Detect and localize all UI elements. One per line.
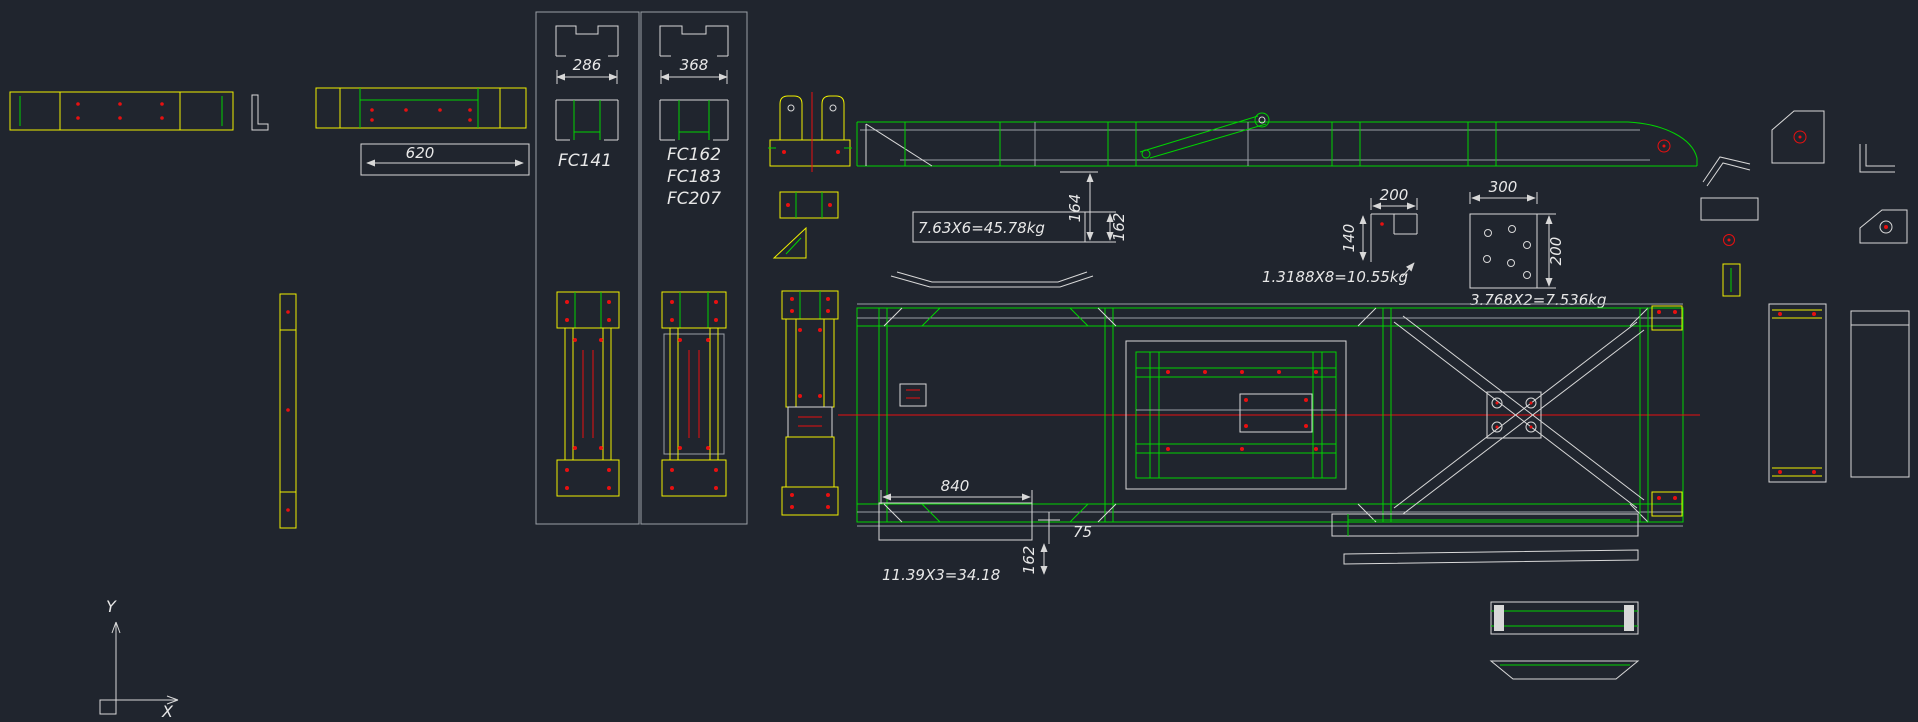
yellow-plate-with-green-ribs [316, 88, 526, 128]
small-channel-part [780, 192, 838, 218]
dim-620-label: 620 [406, 144, 435, 162]
tall-plate-right-1 [1769, 304, 1826, 482]
vertical-slat-part [280, 294, 296, 528]
angle-bracket-right [1860, 144, 1895, 172]
boom-body [857, 113, 1697, 166]
frame-right-end-brackets [1652, 306, 1682, 516]
yellow-plate-long [10, 92, 233, 130]
ucs-x-label: X [161, 702, 174, 721]
corner-plate-with-hole-top [1772, 111, 1824, 163]
dim-200b-label: 200 [1547, 237, 1565, 266]
tall-plate-right-2 [1851, 311, 1909, 477]
dim-140-label: 140 [1340, 224, 1358, 253]
panel-fc162: 368 FC162 FC183 FC207 [641, 12, 747, 524]
small-rect-plate-right [1701, 198, 1758, 220]
corner-plate-with-hole-bottom [1860, 210, 1907, 243]
frame-x-brace [1383, 308, 1648, 522]
label-fc207: FC207 [667, 189, 721, 209]
ucs-icon: Y X [100, 597, 178, 721]
gusset-triangle-part [774, 228, 806, 258]
label-fc183: FC183 [667, 167, 721, 187]
label-fc162: FC162 [667, 145, 721, 165]
weight-small-plate-label: 1.3188X8=10.55kg [1262, 268, 1408, 286]
plate-620-view: 620 [361, 144, 529, 175]
frame-top-view [782, 291, 1700, 526]
weight-plate-top-label: 7.63X6=45.78kg [918, 219, 1045, 237]
dim-162-bottom-label: 162 [1020, 546, 1038, 575]
weight-bottom-plate-label: 11.39X3=34.18 [882, 566, 1000, 584]
dim-164: 164 [1060, 172, 1098, 242]
dim-200a-label: 200 [1380, 186, 1409, 204]
dim-840-label: 840 [941, 477, 970, 495]
strip-part-1 [1332, 514, 1638, 536]
bent-strip-part [1703, 157, 1750, 186]
dim-286-label: 286 [573, 56, 602, 74]
strip-part-3 [1491, 602, 1638, 634]
panel-fc162-assembly [662, 292, 726, 496]
boom-pivot-bracket [768, 92, 852, 172]
strip-part-4-trapezoid [1491, 661, 1638, 679]
angle-bracket-small [252, 95, 268, 130]
strip-part-2 [1344, 550, 1638, 564]
label-fc141: FC141 [558, 151, 612, 171]
panel-fc141-assembly [557, 292, 619, 496]
weight-hole-plate-label: 3.768X2=7.536kg [1470, 291, 1606, 309]
frame-center-assembly [1126, 341, 1346, 489]
dim-cluster-200-140: 200 140 1.3188X8=10.55kg [1262, 186, 1417, 286]
frame-rails [838, 304, 1700, 526]
trough-strip-part [891, 272, 1093, 287]
frame-left-end-stack [782, 291, 838, 515]
dim-164-label: 164 [1066, 194, 1084, 223]
boom-side-view: 164 [768, 92, 1697, 242]
panel-fc141: 286 FC141 [536, 12, 639, 524]
washer-ring-part [1724, 235, 1735, 246]
small-yellow-block [1723, 264, 1740, 296]
hole-plate-300x200: 300 200 3.768X2=7.536kg [1470, 178, 1606, 309]
dim-368-label: 368 [680, 56, 709, 74]
dim-162-top-label: 162 [1110, 213, 1128, 242]
boom-cylinder-arm [1140, 113, 1269, 158]
dim-75-label: 75 [1073, 523, 1092, 541]
dim-300-label: 300 [1489, 178, 1518, 196]
plate-weight-top: 7.63X6=45.78kg 162 [913, 212, 1128, 242]
plate-840-view: 840 75 162 11.39X3=34.18 [879, 477, 1092, 584]
ucs-y-label: Y [106, 597, 117, 616]
